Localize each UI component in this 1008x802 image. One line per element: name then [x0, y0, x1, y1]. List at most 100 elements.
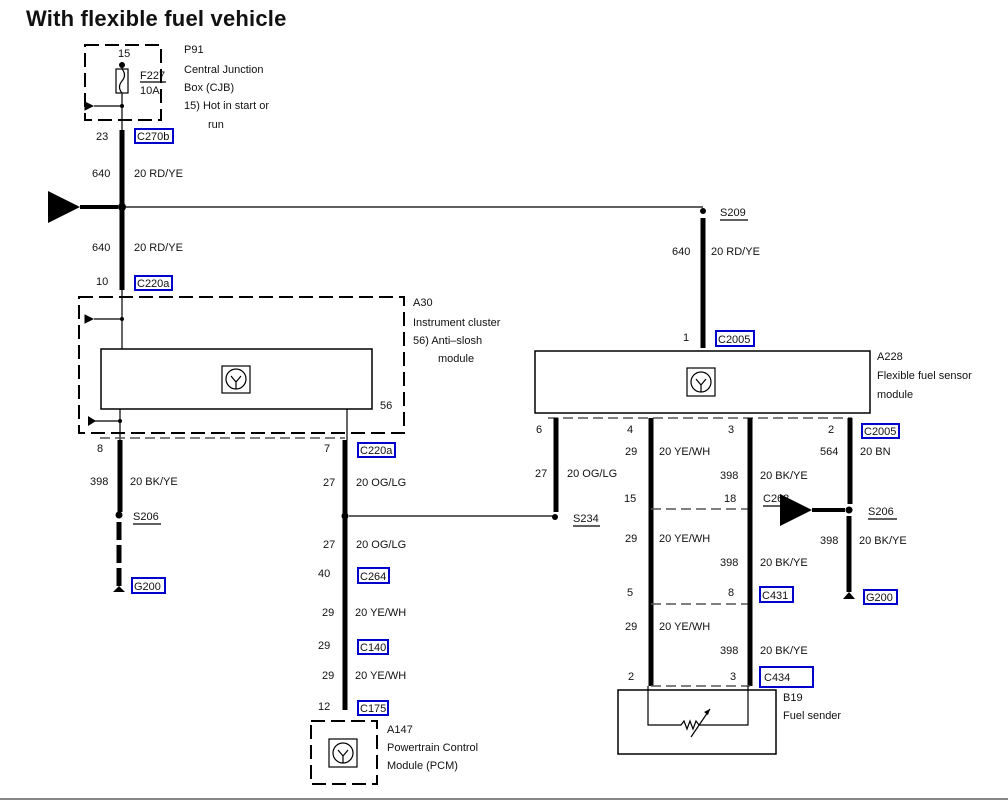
pin-label: 1	[683, 332, 689, 344]
wire-spec: 20 BN	[860, 446, 891, 458]
wire-spec: 20 BK/YE	[760, 470, 808, 482]
connector-label[interactable]: C140	[360, 642, 386, 654]
component-name: Box (CJB)	[184, 82, 234, 94]
splice-s206: S206	[133, 511, 159, 523]
component-note: module	[438, 353, 474, 365]
connector-c220a[interactable]	[357, 442, 396, 458]
component-name: Fuel sender	[783, 710, 841, 722]
ground-g200[interactable]	[863, 589, 898, 605]
ground-icon	[113, 586, 125, 592]
pcm-a147: A147 Powertrain Control Module (PCM)	[310, 720, 478, 785]
connector-label[interactable]: C220a	[137, 278, 170, 290]
wire-spec: 20 YE/WH	[355, 607, 406, 619]
component-note: run	[208, 119, 224, 131]
component-name: module	[877, 389, 913, 401]
circuit-number: 29	[322, 670, 334, 682]
component-name: Instrument cluster	[413, 317, 501, 329]
connector-c270b[interactable]	[134, 128, 174, 144]
component-id: A30	[413, 297, 433, 309]
circuit-number: 27	[535, 468, 547, 480]
pin-label: 29	[318, 640, 330, 652]
connector-label[interactable]: C431	[762, 590, 788, 602]
circuit-number: 640	[672, 246, 690, 258]
wire-spec: 20 YE/WH	[659, 533, 710, 545]
circuit-number: 398	[720, 470, 738, 482]
component-note: 15) Hot in start or	[184, 100, 269, 112]
circuit-number: 640	[92, 242, 110, 254]
wire-spec: 20 RD/YE	[134, 242, 183, 254]
pin-label: 5	[627, 587, 633, 599]
wire-spec: 20 BK/YE	[130, 476, 178, 488]
component-id: A147	[387, 724, 413, 736]
component-name: Module (PCM)	[387, 760, 458, 772]
connector-label[interactable]: C264	[360, 571, 386, 583]
connector-c431[interactable]	[759, 586, 794, 603]
connector-label[interactable]: C220a	[360, 445, 393, 457]
connector-c140[interactable]	[357, 639, 389, 655]
circuit-number: 27	[323, 539, 335, 551]
wire-spec: 20 BK/YE	[859, 535, 907, 547]
splice-s206: S206	[868, 506, 894, 518]
pin-15: 15	[118, 48, 130, 60]
fuel-sender-b19: B19 Fuel sender	[617, 686, 841, 755]
wire-spec: 20 OG/LG	[356, 477, 406, 489]
pin-label: 6	[536, 424, 542, 436]
variable-resistor-icon	[647, 686, 749, 731]
circuit-number: 27	[323, 477, 335, 489]
instrument-cluster-a30: 56 A30 Instrument cluster 56) Anti–slosh…	[78, 290, 501, 440]
component-name: Flexible fuel sensor	[877, 370, 972, 382]
circuit-number: 398	[90, 476, 108, 488]
fuse-rating: 10A	[140, 85, 160, 97]
connector-c263: C263	[763, 493, 789, 505]
connector-c175[interactable]	[357, 700, 389, 716]
connector-c220a[interactable]	[134, 275, 173, 291]
transistor-icon	[328, 738, 358, 768]
splice-s209: S209	[720, 207, 746, 219]
component-name: Powertrain Control	[387, 742, 478, 754]
pin-label: 2	[628, 671, 634, 683]
pin-label: 23	[96, 131, 108, 143]
wire-spec: 20 OG/LG	[356, 539, 406, 551]
transistor-icon	[686, 367, 716, 397]
bottom-divider	[0, 798, 1008, 800]
pin-label: 2	[828, 424, 834, 436]
connector-label[interactable]: G200	[134, 581, 161, 593]
wire-spec: 20 OG/LG	[567, 468, 617, 480]
wire-spec: 20 BK/YE	[760, 557, 808, 569]
connector-c434[interactable]	[759, 666, 814, 688]
circuit-number: 398	[720, 645, 738, 657]
pin-label: 18	[724, 493, 736, 505]
connector-c2005[interactable]	[715, 330, 755, 347]
component-name: Central Junction	[184, 64, 264, 76]
wire-spec: 20 YE/WH	[659, 621, 710, 633]
pin-label: 3	[730, 671, 736, 683]
connector-label[interactable]: C2005	[864, 426, 896, 438]
ground-g200[interactable]	[131, 577, 166, 594]
splice-s234: S234	[573, 513, 599, 525]
a228-module-box	[534, 350, 871, 414]
pcm-outline	[310, 720, 378, 785]
component-id: B19	[783, 692, 803, 704]
pin-label: 40	[318, 568, 330, 580]
wire-spec: 20 RD/YE	[711, 246, 760, 258]
pin-label: 8	[728, 587, 734, 599]
connector-label[interactable]: C270b	[137, 131, 169, 143]
connector-label[interactable]: C2005	[718, 334, 750, 346]
circuit-number: 29	[625, 621, 637, 633]
circuit-number: 29	[625, 533, 637, 545]
connector-label[interactable]: C434	[764, 672, 790, 684]
pin-label: 12	[318, 701, 330, 713]
connector-label[interactable]: C175	[360, 703, 386, 715]
diagram-title: With flexible fuel vehicle	[26, 6, 287, 31]
component-id: A228	[877, 351, 903, 363]
a30-module-box	[100, 348, 373, 410]
wire-spec: 20 YE/WH	[355, 670, 406, 682]
connector-label[interactable]: G200	[866, 592, 893, 604]
pin-label: 15	[624, 493, 636, 505]
flex-fuel-sensor-a228: A228 Flexible fuel sensor module	[534, 350, 972, 414]
connector-c2005[interactable]	[861, 423, 900, 439]
connector-c264[interactable]	[357, 567, 390, 584]
pin-label: 56	[380, 400, 392, 412]
fuse-id: F227	[140, 70, 165, 82]
